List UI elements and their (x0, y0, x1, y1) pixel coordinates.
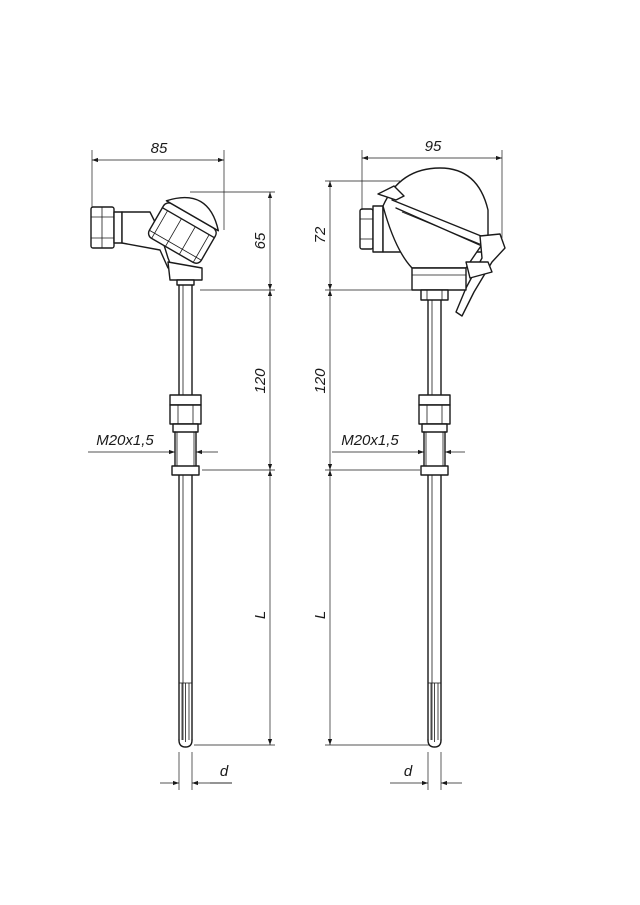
right-thread-fitting (418, 394, 451, 476)
left-sensor-view: 85 65 120 M20x1,5 L d (88, 140, 275, 790)
right-head-width-label: 95 (425, 138, 442, 155)
left-head-width-label: 85 (151, 140, 168, 157)
right-thread-label: M20x1,5 (341, 432, 399, 449)
right-head-height-label: 72 (312, 226, 329, 243)
left-insertion-length-label: L (252, 611, 269, 619)
right-probe-tube (427, 299, 442, 748)
left-neck-length-label: 120 (252, 368, 269, 394)
left-head-height-label: 65 (252, 232, 269, 249)
right-insertion-length-label: L (312, 611, 329, 619)
left-thread-fitting (169, 394, 202, 476)
left-connection-head (90, 196, 220, 286)
left-probe-tube (178, 282, 193, 748)
right-diameter-label: d (404, 763, 413, 780)
right-neck-length-label: 120 (312, 368, 329, 394)
left-dimensions (88, 150, 275, 790)
left-thread-label: M20x1,5 (96, 432, 154, 449)
left-diameter-label: d (220, 763, 229, 780)
right-connection-head (359, 167, 506, 317)
right-dimensions (325, 150, 503, 790)
right-sensor-view: 95 72 120 M20x1,5 L d (312, 138, 506, 790)
